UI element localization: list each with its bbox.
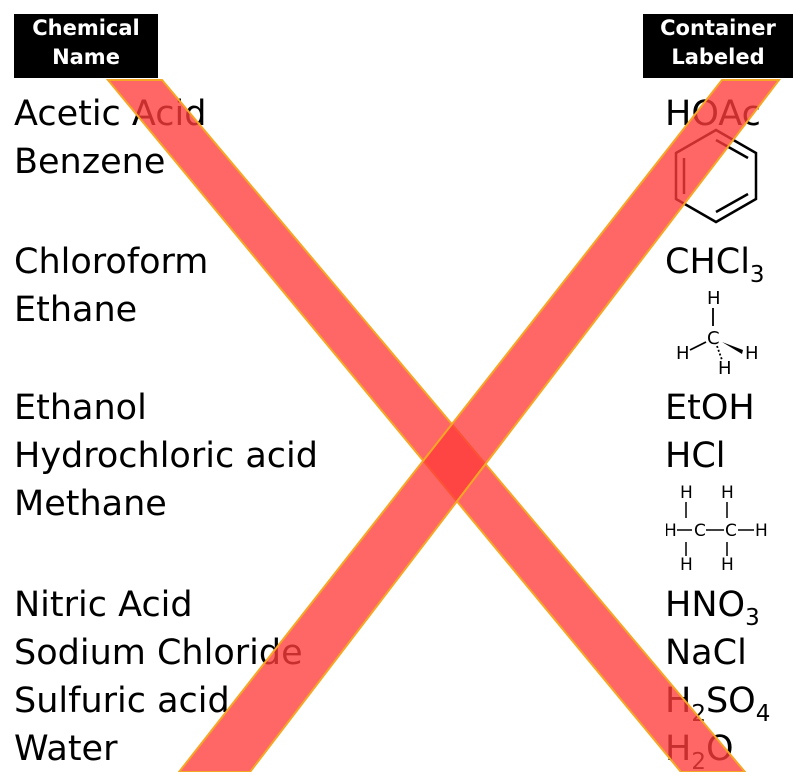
label-hcl-text: HCl (665, 436, 726, 476)
container-labeled-header-line2: Labeled (671, 45, 765, 69)
methane-h-bottom: H (718, 358, 732, 376)
chemical-name-ethanol: Ethanol (14, 388, 147, 428)
label-hcl: HCl (665, 436, 725, 476)
chemical-name-nitric-acid: Nitric Acid (14, 585, 193, 625)
label-nacl: NaCl (665, 633, 747, 673)
ethane-h-left: H (666, 521, 677, 541)
label-hno3-sub: 3 (745, 605, 760, 631)
label-h2so4: H2SO4 (665, 681, 770, 726)
container-labeled-header: Container Labeled (643, 14, 793, 78)
ethane-structure-icon: H H H C C H H H (666, 483, 768, 570)
chemical-name-chloroform: Chloroform (14, 242, 209, 282)
label-h2o-p1: H (665, 729, 692, 769)
chemical-name-header-line1: Chemical (32, 16, 140, 40)
label-etoh-text: EtOH (665, 388, 755, 428)
ethane-h-bottom-right: H (721, 555, 734, 570)
label-h2o: H2O (665, 729, 734, 774)
label-h2so4-p2: SO (705, 681, 756, 721)
label-h2o-p2: O (705, 729, 734, 769)
ethane-h-top-right: H (721, 483, 734, 503)
methane-h-top: H (707, 288, 721, 309)
methane-wedge-structure-icon: H C H H H (676, 288, 759, 376)
chemical-name-hydrochloric-acid: Hydrochloric acid (14, 436, 318, 476)
label-chcl3: CHCl3 (665, 242, 765, 287)
chemical-name-header-line2: Name (52, 45, 120, 69)
label-h2so4-sub1: 2 (691, 701, 706, 727)
chemical-name-ethane: Ethane (14, 290, 138, 330)
methane-h-left: H (676, 343, 690, 364)
label-hno3: HNO3 (665, 585, 760, 630)
container-labeled-header-line1: Container (660, 16, 776, 40)
chemical-name-header: Chemical Name (14, 14, 158, 78)
label-etoh: EtOH (665, 388, 755, 428)
chemical-name-methane: Methane (14, 484, 167, 524)
label-hno3-main: HNO (665, 585, 746, 625)
chemical-name-water: Water (14, 729, 118, 769)
methane-h-right: H (745, 343, 759, 364)
ethane-c-right: C (725, 521, 737, 541)
label-h2so4-sub2: 4 (755, 701, 771, 727)
ethane-h-bottom-left: H (680, 555, 693, 570)
chemical-name-sulfuric-acid: Sulfuric acid (14, 681, 230, 721)
label-chcl3-main: CHCl (665, 242, 750, 282)
benzene-ring-icon (674, 128, 758, 224)
chemical-name-acetic-acid: Acetic Acid (14, 94, 207, 134)
label-h2so4-p1: H (665, 681, 692, 721)
chemical-name-sodium-chloride: Sodium Chloride (14, 633, 303, 673)
label-nacl-text: NaCl (665, 633, 747, 673)
ethane-h-right: H (755, 521, 768, 541)
chemical-name-benzene: Benzene (14, 142, 166, 182)
label-h2o-sub: 2 (691, 749, 706, 775)
ethane-h-top-left: H (680, 483, 693, 503)
ethane-c-left: C (694, 521, 706, 541)
